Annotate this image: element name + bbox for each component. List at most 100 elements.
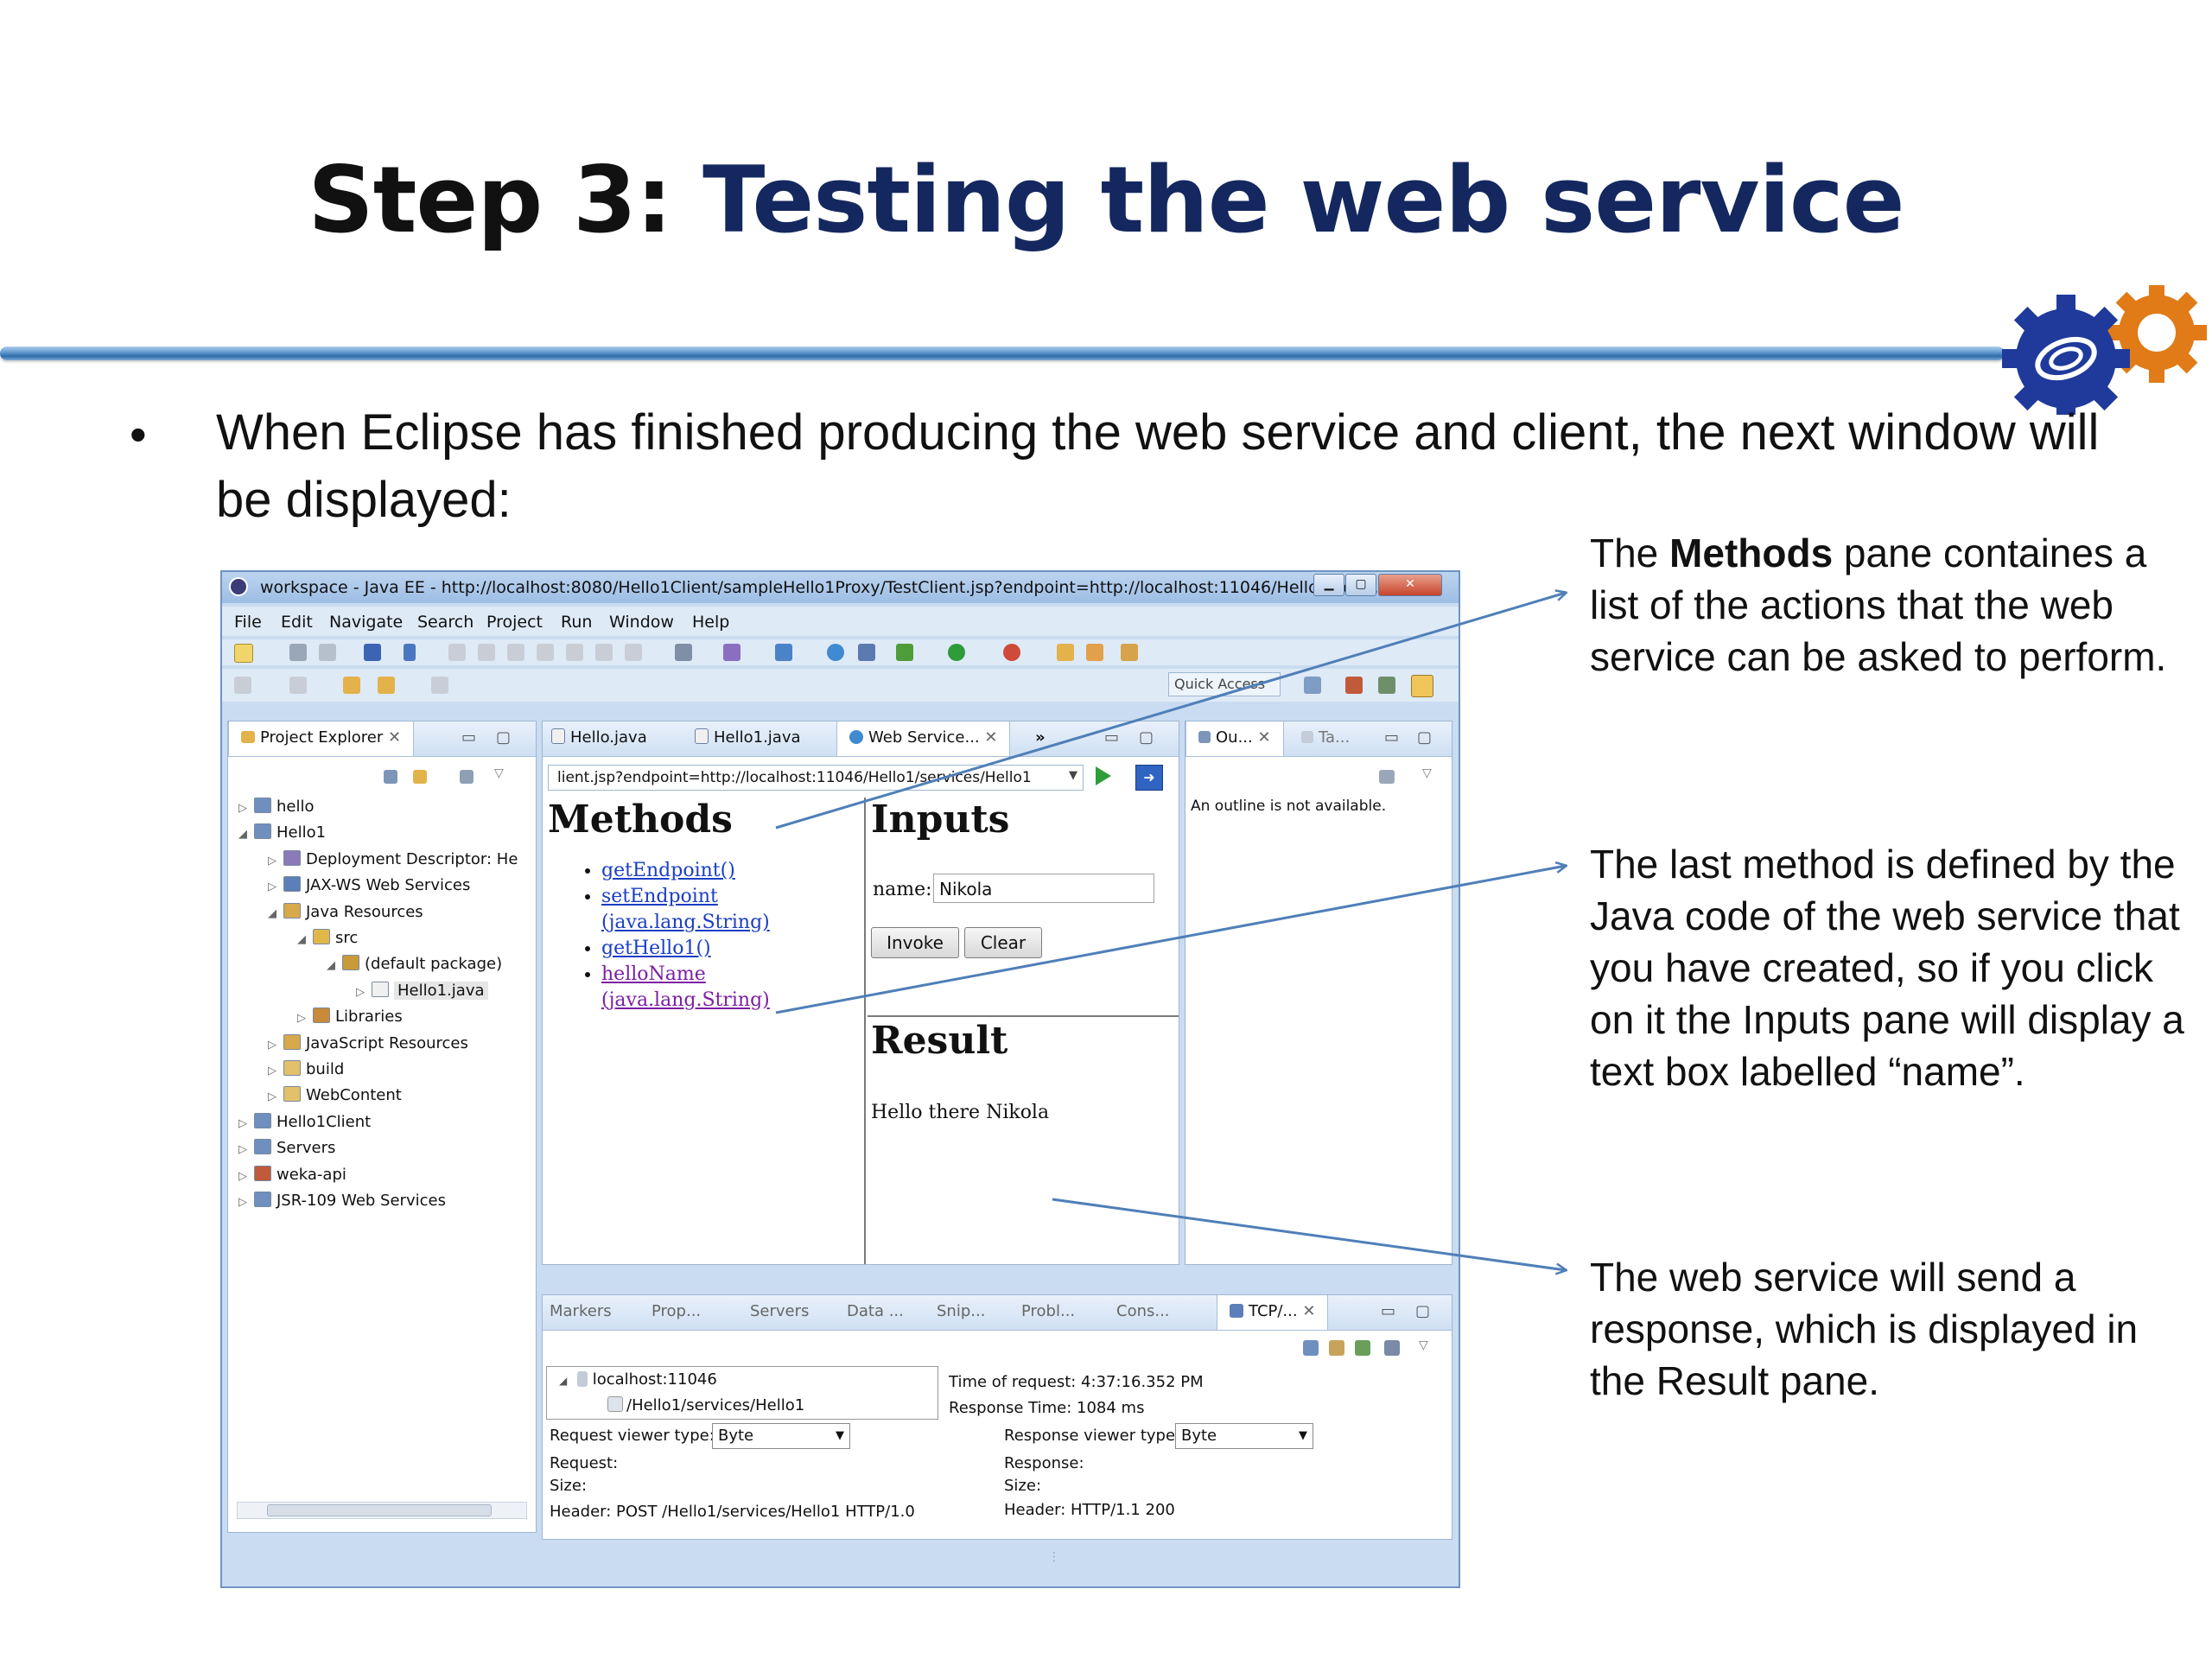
use-step-filters-icon[interactable] xyxy=(675,644,692,661)
open-perspective-icon[interactable] xyxy=(1304,677,1321,694)
expand-arrow-icon[interactable]: ▷ xyxy=(238,1169,247,1183)
external-tools-icon[interactable] xyxy=(1003,644,1020,661)
tree-item[interactable]: ▷JAX-WS Web Services xyxy=(268,876,470,894)
tab-hello-java[interactable]: Hello.java xyxy=(551,728,647,747)
step-return-icon[interactable] xyxy=(625,644,642,661)
next-annotation-icon[interactable] xyxy=(234,677,251,694)
url-bar[interactable]: lient.jsp?endpoint=http://localhost:1104… xyxy=(548,765,1084,791)
menu-project[interactable]: Project xyxy=(486,613,543,632)
new-wizard-icon[interactable] xyxy=(723,644,741,661)
close-tab-icon[interactable]: ✕ xyxy=(388,728,402,747)
tree-item[interactable]: ▷Hello1Client xyxy=(238,1112,371,1131)
view-menu-icon[interactable]: ▽ xyxy=(494,766,504,780)
run-icon[interactable] xyxy=(948,644,965,661)
tab-project-explorer[interactable]: Project Explorer ✕ xyxy=(228,721,415,756)
tree-item[interactable]: ▷hello xyxy=(238,798,315,816)
tab-task-list[interactable]: Ta... xyxy=(1301,728,1350,747)
expand-arrow-icon[interactable]: ◢ xyxy=(297,933,306,946)
expand-arrow-icon[interactable]: ▷ xyxy=(297,1012,306,1026)
back-icon[interactable] xyxy=(378,677,395,694)
start-monitor-icon[interactable] xyxy=(1384,1340,1400,1356)
tab-hello1-java[interactable]: Hello1.java xyxy=(695,728,801,747)
window-titlebar[interactable]: workspace - Java EE - http://localhost:8… xyxy=(222,572,1459,603)
disconnect-icon[interactable] xyxy=(537,644,554,661)
expand-arrow-icon[interactable]: ▷ xyxy=(238,1143,247,1157)
method-link-gethello1[interactable]: getHello1() xyxy=(601,938,711,959)
close-tab-icon[interactable]: ✕ xyxy=(984,728,998,747)
expand-arrow-icon[interactable]: ▷ xyxy=(238,1196,247,1209)
tab-web-service[interactable]: Web Service... ✕ xyxy=(836,721,1011,756)
tree-item[interactable]: ▷Hello1.java xyxy=(356,981,488,1000)
maximize-view-icon[interactable]: ▢ xyxy=(1415,1302,1431,1320)
tab-servers[interactable]: Servers xyxy=(750,1302,809,1320)
close-tab-icon[interactable]: ✕ xyxy=(1302,1302,1316,1320)
javaee-perspective-icon[interactable] xyxy=(1411,675,1433,697)
expand-arrow-icon[interactable]: ▷ xyxy=(238,802,247,815)
close-button[interactable]: ✕ xyxy=(1378,574,1442,596)
invoke-button[interactable]: Invoke xyxy=(871,927,959,958)
tab-overflow-icon[interactable]: » xyxy=(1035,728,1046,747)
method-link-setendpoint[interactable]: setEndpoint xyxy=(601,886,718,907)
close-tab-icon[interactable]: ✕ xyxy=(1257,728,1271,747)
skip-breakpoints-icon[interactable] xyxy=(404,644,416,661)
method-link-helloname-params[interactable]: (java.lang.String) xyxy=(601,989,770,1011)
expand-arrow-icon[interactable]: ▷ xyxy=(268,854,276,868)
filter-icon[interactable] xyxy=(460,770,474,784)
save-icon[interactable] xyxy=(289,644,307,661)
method-link-getendpoint[interactable]: getEndpoint() xyxy=(601,860,735,881)
globe-icon[interactable] xyxy=(827,644,844,661)
expand-arrow-icon[interactable]: ◢ xyxy=(268,906,276,920)
name-input[interactable]: Nikola xyxy=(933,874,1154,903)
tree-item[interactable]: ▷JSR-109 Web Services xyxy=(238,1192,446,1210)
tab-markers[interactable]: Markers xyxy=(550,1302,612,1320)
request-host[interactable]: ◢ localhost:11046 xyxy=(559,1370,717,1389)
properties-icon[interactable] xyxy=(1303,1340,1319,1356)
focus-icon[interactable] xyxy=(1379,770,1395,784)
method-link-setendpoint-params[interactable]: (java.lang.String) xyxy=(601,912,770,933)
tab-console[interactable]: Cons... xyxy=(1116,1302,1170,1320)
go-icon[interactable] xyxy=(1096,766,1111,785)
view-menu-icon[interactable]: ▽ xyxy=(1422,766,1432,780)
minimize-view-icon[interactable]: ▭ xyxy=(461,728,477,747)
minimize-view-icon[interactable]: ▭ xyxy=(1384,728,1400,747)
link-with-editor-icon[interactable] xyxy=(413,770,427,784)
expand-arrow-icon[interactable]: ▷ xyxy=(268,1090,276,1104)
new-server-icon[interactable] xyxy=(775,644,792,661)
menu-file[interactable]: File xyxy=(234,613,262,632)
java-perspective-icon[interactable] xyxy=(1378,677,1395,694)
debug-icon[interactable] xyxy=(896,644,913,661)
view-menu-icon[interactable]: ▽ xyxy=(1419,1338,1428,1352)
minimize-view-icon[interactable]: ▭ xyxy=(1104,728,1120,747)
tab-properties[interactable]: Prop... xyxy=(652,1302,701,1320)
tree-item[interactable]: ▷Servers xyxy=(238,1139,335,1157)
tab-snippets[interactable]: Snip... xyxy=(937,1302,985,1320)
open-type-icon[interactable] xyxy=(1057,644,1074,661)
open-in-browser-icon[interactable]: ➜ xyxy=(1135,765,1163,791)
menu-window[interactable]: Window xyxy=(609,613,674,632)
sort-icon[interactable] xyxy=(1355,1340,1370,1356)
url-history-dropdown-icon[interactable]: ▼ xyxy=(1069,769,1077,782)
open-resource-icon[interactable] xyxy=(1086,644,1103,661)
horizontal-scrollbar[interactable] xyxy=(237,1502,527,1519)
terminate-icon[interactable] xyxy=(507,644,524,661)
tree-item[interactable]: ▷build xyxy=(268,1060,344,1078)
tab-data[interactable]: Data ... xyxy=(847,1302,904,1320)
clear-button[interactable]: Clear xyxy=(964,927,1042,958)
request-viewer-select[interactable]: Byte▼ xyxy=(712,1423,850,1449)
tab-outline[interactable]: Ou... ✕ xyxy=(1185,721,1284,756)
status-bar-grip[interactable]: ⋮ xyxy=(1048,1550,1060,1564)
expand-arrow-icon[interactable]: ◢ xyxy=(327,959,335,973)
server-icon[interactable] xyxy=(364,644,381,661)
maximize-view-icon[interactable]: ▢ xyxy=(1417,728,1433,747)
menu-edit[interactable]: Edit xyxy=(281,613,313,632)
expand-arrow-icon[interactable]: ▷ xyxy=(238,1116,247,1130)
collapse-all-icon[interactable] xyxy=(384,770,397,784)
request-path[interactable]: /Hello1/services/Hello1 xyxy=(607,1396,804,1414)
tree-item[interactable]: ▷weka-api xyxy=(238,1165,346,1184)
tree-item[interactable]: ▷Libraries xyxy=(297,1007,403,1026)
menu-help[interactable]: Help xyxy=(692,613,730,632)
web-service-icon[interactable] xyxy=(858,644,875,661)
menu-navigate[interactable]: Navigate xyxy=(329,613,404,632)
tab-tcp-monitor[interactable]: TCP/... ✕ xyxy=(1217,1295,1329,1330)
menu-search[interactable]: Search xyxy=(417,613,474,632)
